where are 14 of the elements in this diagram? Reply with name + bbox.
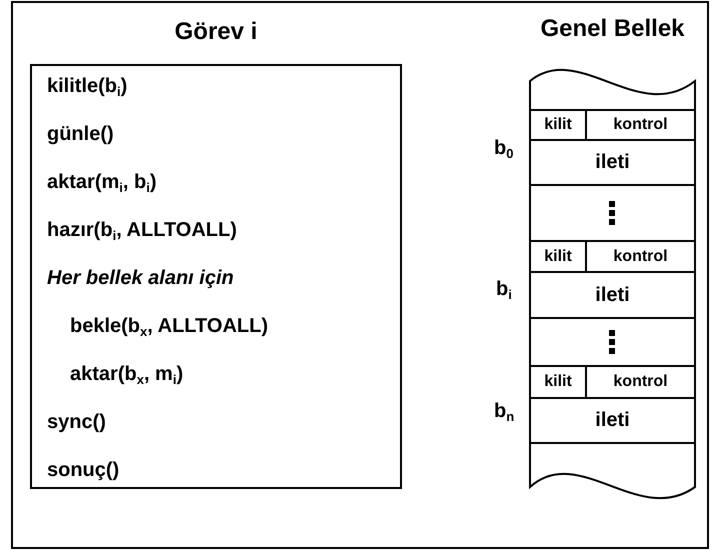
- box-heading: Genel Bellek: [539, 15, 686, 43]
- block-label: b$_{i}$: [496, 278, 512, 301]
- box-heading: Görev i: [174, 18, 258, 46]
- code-line: sonuç(): [47, 458, 120, 482]
- code-line: hazır(b$_{i}$, ALLTOALL): [47, 218, 237, 242]
- code-line: bekle(b$_{x}$, ALLTOALL): [70, 314, 268, 338]
- code-line: aktar(m$_{i}$, b$_{i}$): [47, 170, 157, 194]
- code-line: aktar(b$_{x}$, m$_{i}$): [70, 362, 184, 386]
- block-label: b$_{0}$: [494, 137, 514, 160]
- code-line: kilitle(b$_{i}$): [47, 74, 128, 98]
- code-line: sync(): [47, 410, 106, 434]
- code-line: günle(): [47, 122, 114, 146]
- loop-statement: Her bellek alanı için: [47, 266, 234, 290]
- block-label: b$_{n}$: [494, 400, 514, 423]
